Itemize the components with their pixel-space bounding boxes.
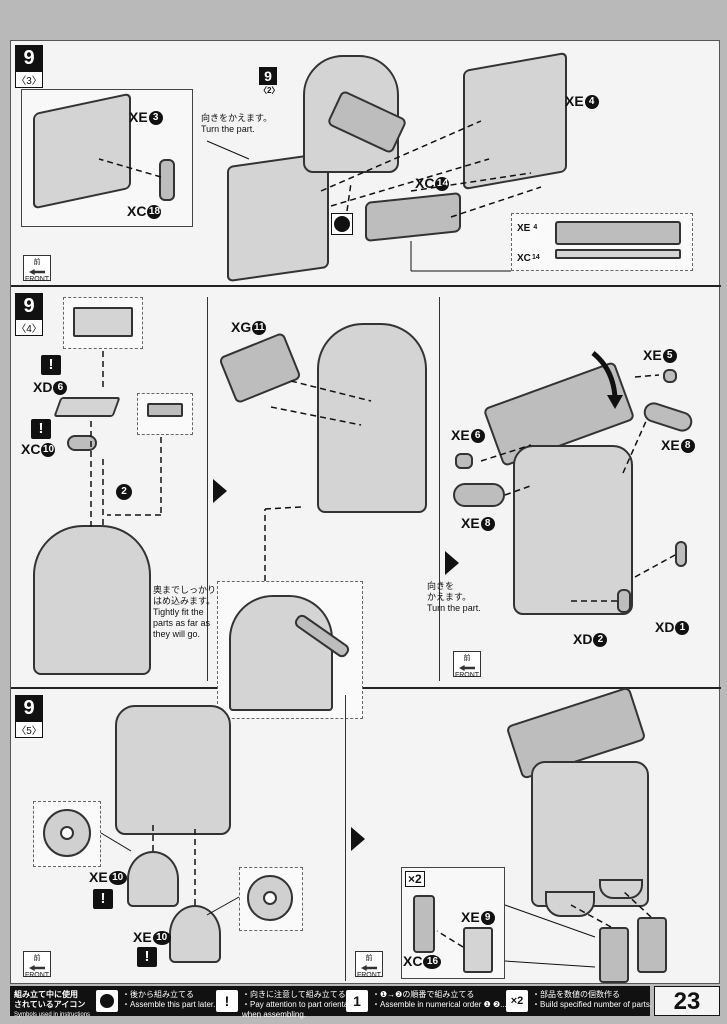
part-xc10: [67, 435, 97, 451]
part-xe5: [663, 369, 677, 383]
step-arrow-right: [445, 551, 459, 575]
step-sub-number: 〈5〉: [15, 721, 43, 738]
step-sub-number: 〈3〉: [15, 71, 43, 88]
part-xc14-tray: [365, 191, 461, 243]
legend-assemble-later: ・後から組み立てる・Assemble this part later.: [96, 990, 215, 1012]
part-body-with-dome: [33, 525, 151, 675]
step-arrow-right: [213, 479, 227, 503]
inner-step-number: 9: [259, 67, 277, 85]
nozzle-installed-left: [545, 891, 595, 917]
panel-divider: [207, 297, 208, 681]
part-xc18-clip: [159, 159, 175, 201]
part-xd2: [617, 589, 631, 613]
part-xe8-top: [641, 399, 695, 435]
order-icon: 1: [346, 990, 368, 1012]
nozzle-top-view-left: [43, 809, 91, 857]
order-2-badge: 2: [115, 483, 132, 501]
inset-xc14-part: [555, 249, 681, 259]
times-two-badge: ×2: [405, 871, 425, 887]
panel-divider: [439, 297, 440, 681]
fit-tightly-note: 奥までしっかり はめ込みます。 Tightly fit the parts as…: [153, 585, 217, 639]
page-number: 23: [654, 986, 720, 1016]
inner-step-sub: 〈2〉: [259, 86, 280, 95]
cutaway-body: [229, 595, 333, 711]
part-xd1: [675, 541, 687, 567]
part-xg11: [218, 331, 302, 405]
attention-icon: !: [31, 419, 51, 439]
attention-icon: !: [137, 947, 157, 967]
step-sub-number: 〈4〉: [15, 319, 43, 336]
part-xe10-nozzle-b: [169, 905, 221, 963]
inset-xe4-part: [555, 221, 681, 245]
step-number: 9: [15, 695, 43, 721]
part-dome-body-mid: [317, 323, 427, 513]
part-body-underside: [115, 705, 231, 835]
legend-numerical-order: 1 ・❶→❷の順番で組み立てる・Assemble in numerical or…: [346, 990, 507, 1012]
xd6-detail-part: [73, 307, 133, 337]
leg-part-right: [637, 917, 667, 973]
panel-divider: [345, 695, 346, 981]
attention-icon: !: [41, 355, 61, 375]
part-xe4-frame: [463, 51, 567, 191]
turn-part-note-2: 向きを かえます。 Turn the part.: [427, 581, 481, 613]
step-number: 9: [15, 45, 43, 71]
xc10-detail-part: [147, 403, 183, 417]
icon-legend-bar: 組み立て中に使用 されているアイコン Symbols used in instr…: [10, 986, 652, 1019]
attention-icon: !: [216, 990, 238, 1012]
multiply-icon: ×2: [506, 990, 528, 1012]
part-body-right: [513, 445, 633, 615]
part-xe10-nozzle-a: [127, 851, 179, 907]
nozzle-installed-right: [599, 879, 643, 899]
part-xe6: [455, 453, 473, 469]
turn-part-note: 向きをかえます。 Turn the part.: [201, 113, 273, 134]
step-arrow-right: [351, 827, 365, 851]
nozzle-top-view-right: [247, 875, 293, 921]
part-xd6: [53, 397, 121, 417]
part-xc16: [413, 895, 435, 953]
step-number: 9: [15, 293, 43, 319]
part-xe9: [463, 927, 493, 973]
assemble-later-icon: [331, 213, 353, 235]
leg-part-left: [599, 927, 629, 983]
inset-label-xc14: XC14: [517, 253, 541, 264]
attention-icon: !: [93, 889, 113, 909]
part-xe8-left: [453, 483, 505, 507]
assemble-later-icon: [96, 990, 118, 1012]
legend-attention: ! ・向きに注意して組み立てる・Pay attention to part or…: [216, 990, 361, 1019]
legend-build-count: ×2 ・部品を数値の個数作る・Build specified number of…: [506, 990, 652, 1012]
legend-title: 組み立て中に使用 されているアイコン Symbols used in instr…: [14, 990, 91, 1018]
